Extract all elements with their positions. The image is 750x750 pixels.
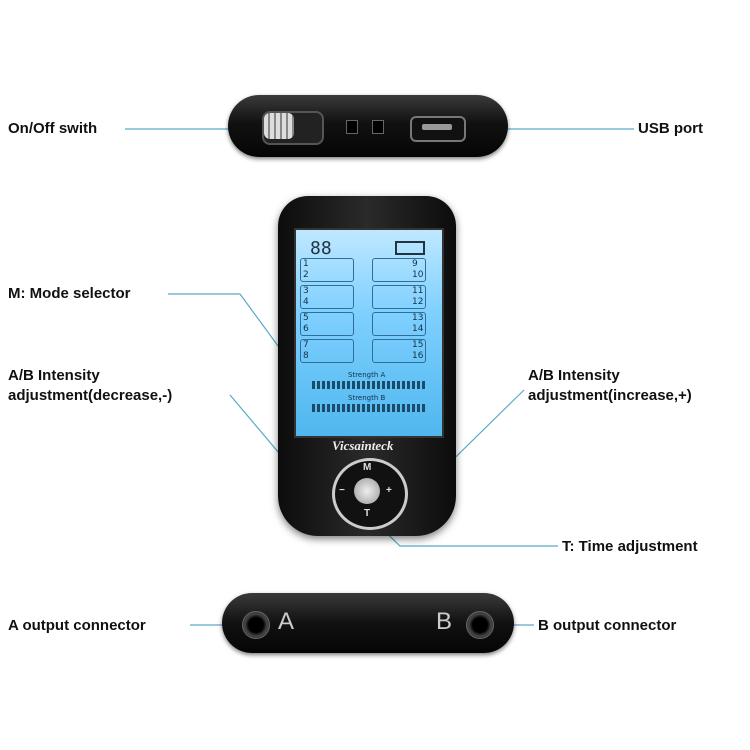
switch-knob[interactable]: [264, 113, 294, 139]
output-jack-a[interactable]: [242, 611, 270, 639]
mode-number: 8: [303, 351, 309, 361]
mode-cell: [300, 339, 354, 363]
mode-cell: [300, 258, 354, 282]
mode-cell: [372, 312, 426, 336]
mode-cell: [300, 312, 354, 336]
strength-label-b: Strength B: [348, 394, 386, 402]
mode-cell: [372, 258, 426, 282]
label-usb-port: USB port: [638, 120, 703, 137]
brand-logo: Vicsainteck: [332, 438, 394, 453]
label-b-output-connector: B output connector: [538, 617, 677, 634]
label-intensity-increase-line2: adjustment(increase,+): [528, 387, 692, 404]
mode-number: 4: [303, 297, 309, 307]
mode-number: 5: [303, 313, 309, 323]
strength-label-a: Strength A: [348, 371, 386, 379]
time-button-t[interactable]: T: [364, 508, 371, 519]
mode-number: 3: [303, 286, 309, 296]
plus-button[interactable]: +: [386, 485, 392, 496]
jack-label-a: A: [278, 608, 295, 635]
label-on-off-switch: On/Off swith: [8, 120, 98, 137]
lcd-screen: [294, 228, 444, 438]
strength-bar-b: [312, 404, 426, 412]
usb-port-inner: [422, 124, 452, 130]
indicator-square-2: [372, 120, 384, 134]
mode-number: 13: [412, 313, 424, 323]
label-time-adjustment: T: Time adjustment: [562, 538, 698, 555]
mode-number: 1: [303, 259, 309, 269]
label-intensity-increase-line1: A/B Intensity: [528, 367, 620, 384]
center-button[interactable]: [354, 478, 380, 504]
mode-number: 15: [412, 340, 424, 350]
mode-number: 11: [412, 286, 424, 296]
label-intensity-decrease-line1: A/B Intensity: [8, 367, 100, 384]
minus-button[interactable]: −: [339, 485, 345, 496]
mode-number: 2: [303, 270, 309, 280]
device-bottom-view: [222, 593, 514, 653]
lcd-digits: 88: [310, 238, 332, 259]
label-a-output-connector: A output connector: [8, 617, 146, 634]
mode-button-m[interactable]: M: [363, 462, 372, 473]
jack-label-b: B: [436, 608, 453, 635]
mode-number: 16: [412, 351, 424, 361]
mode-number: 9: [412, 259, 418, 269]
mode-number: 7: [303, 340, 309, 350]
label-intensity-decrease-line2: adjustment(decrease,-): [8, 387, 173, 404]
mode-cell: [372, 339, 426, 363]
mode-number: 10: [412, 270, 424, 280]
mode-number: 14: [412, 324, 424, 334]
mode-number: 12: [412, 297, 424, 307]
mode-number: 6: [303, 324, 309, 334]
battery-icon: [395, 241, 425, 255]
strength-bar-a: [312, 381, 426, 389]
mode-cell: [300, 285, 354, 309]
indicator-square-1: [346, 120, 358, 134]
label-mode-selector: M: Mode selector: [8, 285, 131, 302]
output-jack-b[interactable]: [466, 611, 494, 639]
mode-cell: [372, 285, 426, 309]
